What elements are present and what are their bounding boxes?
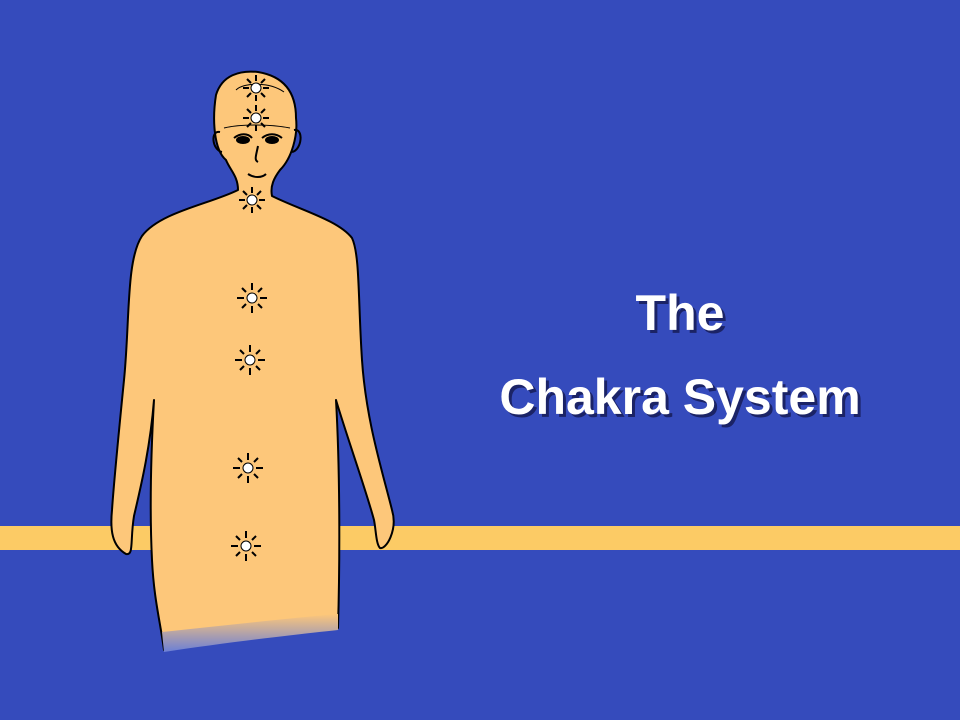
title-line-1: The [635,285,725,341]
solar-plexus-chakra-icon [235,345,265,375]
root-chakra-icon [231,531,261,561]
crown-chakra-icon [243,75,269,101]
third-eye-chakra-icon [243,105,269,131]
sacral-chakra-icon [233,453,263,483]
throat-chakra-icon [239,187,265,213]
heart-chakra-icon [237,283,267,313]
face [212,83,302,178]
hem-fade [162,614,338,652]
title-line-2: Chakra System [499,369,861,425]
